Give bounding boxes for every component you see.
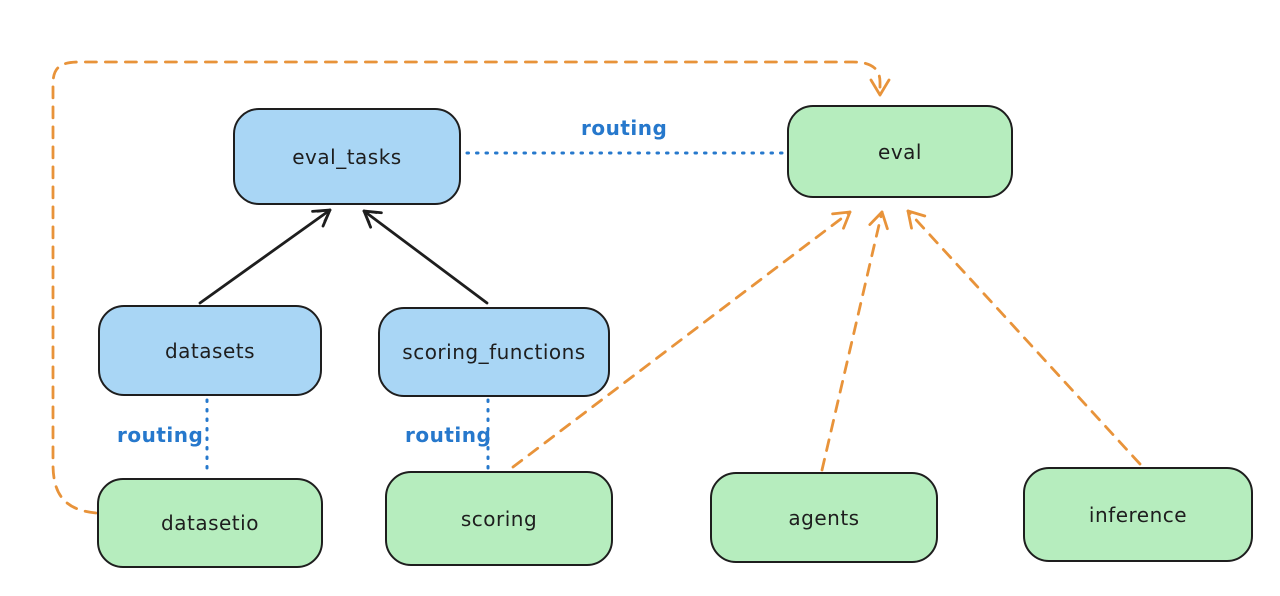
- edge-inference-to-eval: [906, 209, 1142, 466]
- node-scoring: scoring: [385, 471, 613, 566]
- node-inference-label: inference: [1088, 502, 1188, 527]
- node-datasets: datasets: [98, 305, 322, 396]
- edge-label-routing-scoring-functions-scoring: routing: [405, 423, 492, 447]
- edge-label-routing-eval-tasks-eval: routing: [581, 116, 668, 140]
- node-scoring-functions: scoring_functions: [378, 307, 610, 397]
- node-inference: inference: [1023, 467, 1253, 562]
- node-eval: eval: [787, 105, 1013, 198]
- node-agents-label: agents: [788, 505, 860, 530]
- edge-label-routing-datasets-datasetio: routing: [117, 423, 204, 447]
- node-datasetio: datasetio: [97, 478, 323, 568]
- node-agents: agents: [710, 472, 938, 563]
- node-eval-tasks-label: eval_tasks: [292, 144, 402, 169]
- edge-agents-to-eval: [820, 210, 889, 472]
- edge-datasets-to-eval-tasks: [198, 208, 332, 305]
- edge-datasetio-to-eval: [51, 60, 891, 515]
- node-datasets-label: datasets: [164, 338, 256, 363]
- node-scoring-functions-label: scoring_functions: [402, 340, 586, 364]
- node-eval-tasks: eval_tasks: [233, 108, 461, 205]
- node-scoring-label: scoring: [460, 506, 538, 531]
- edge-scoring-functions-to-eval-tasks: [362, 209, 489, 305]
- node-eval-label: eval: [878, 139, 922, 164]
- edge-scoring-to-eval: [511, 210, 852, 469]
- node-datasetio-label: datasetio: [161, 511, 259, 535]
